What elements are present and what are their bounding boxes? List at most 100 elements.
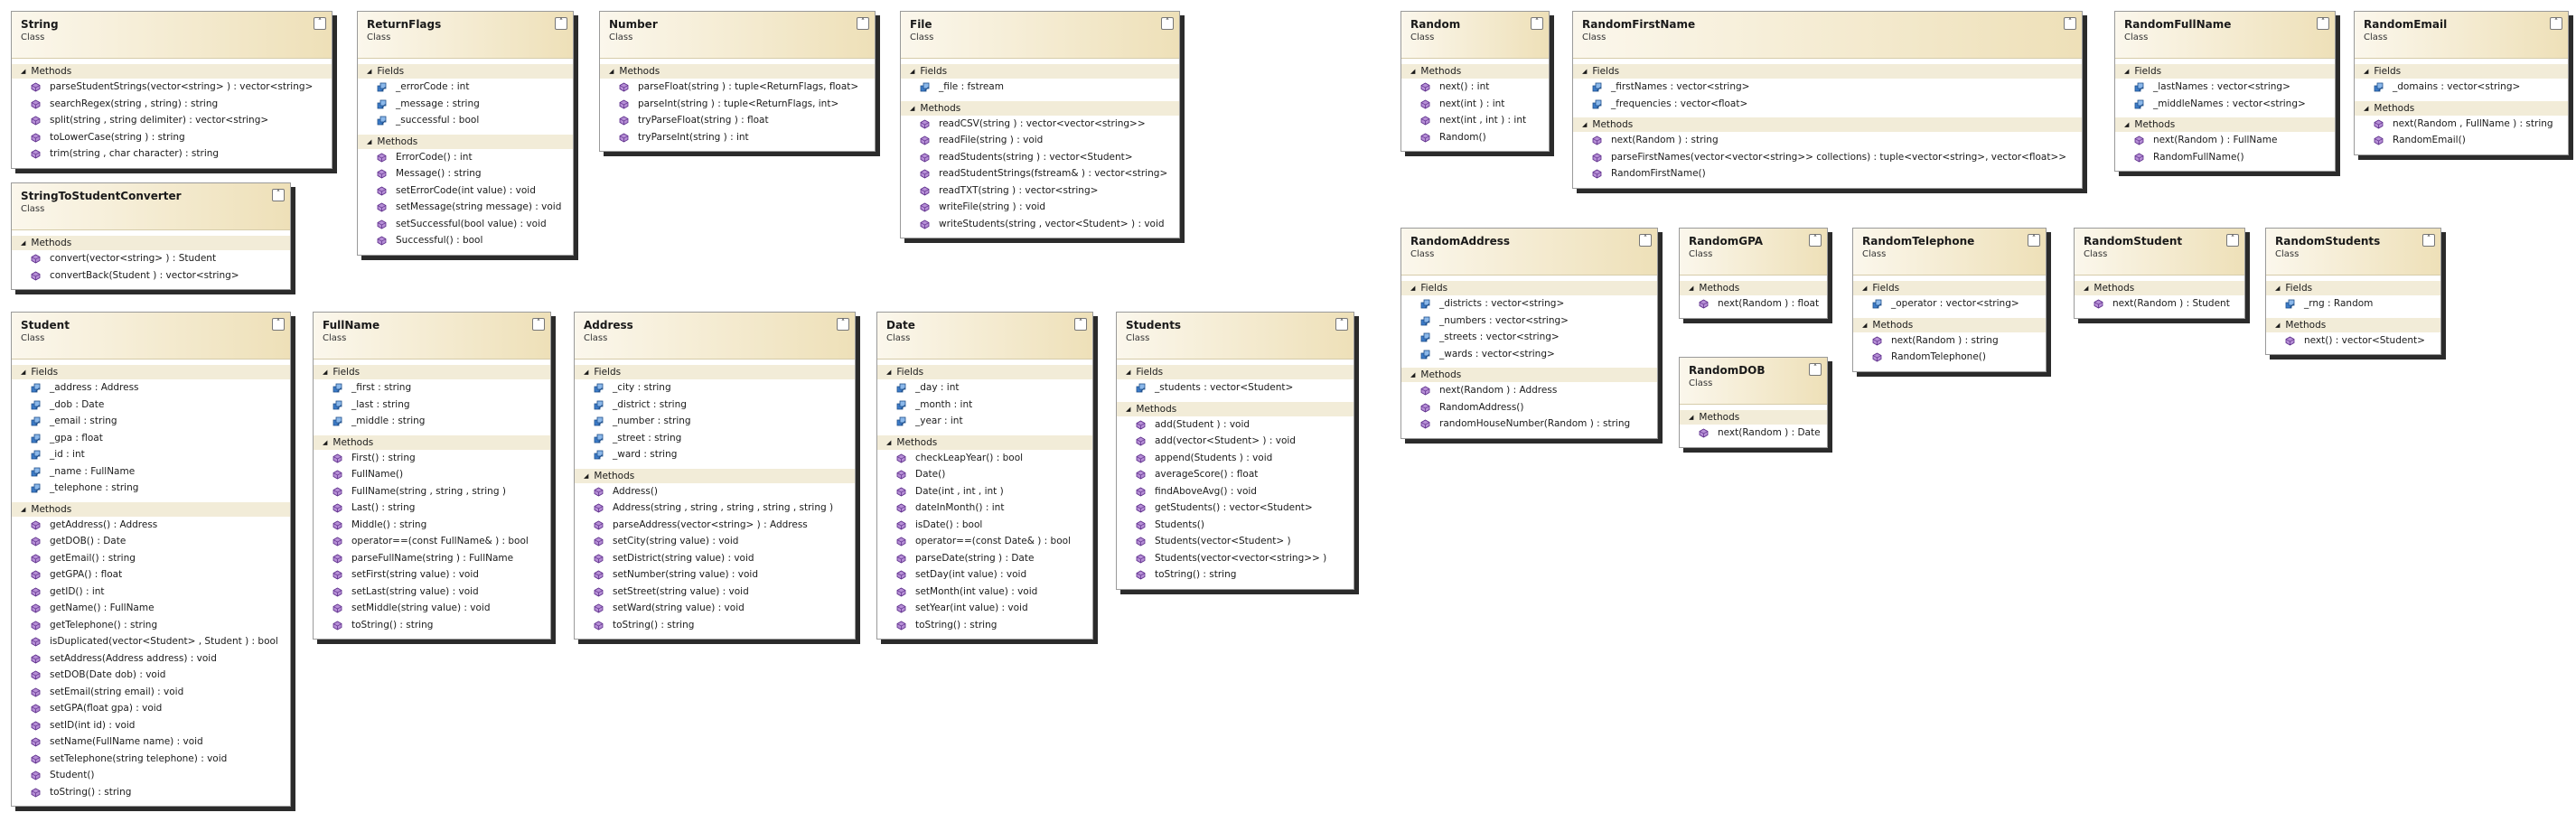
collapse-chevron-icon[interactable]: ˄ [1161, 17, 1174, 30]
method-row[interactable]: setName(FullName name) : void [12, 733, 290, 751]
expand-triangle-icon[interactable]: ◢ [1582, 121, 1588, 128]
method-row[interactable]: toString() : string [877, 617, 1092, 634]
collapse-chevron-icon[interactable]: ˄ [2317, 17, 2329, 30]
field-row[interactable]: _districts : vector<string> [1401, 295, 1657, 313]
method-row[interactable]: Message() : string [358, 165, 573, 182]
field-row[interactable]: _last : string [314, 397, 550, 414]
expand-triangle-icon[interactable]: ◢ [886, 369, 892, 376]
method-row[interactable]: setLast(string value) : void [314, 584, 550, 601]
field-row[interactable]: _first : string [314, 379, 550, 397]
field-row[interactable]: _operator : vector<string> [1853, 295, 2046, 313]
section-fields-header[interactable]: ◢Fields [575, 365, 855, 379]
collapse-chevron-icon[interactable]: ˄ [1639, 234, 1652, 247]
method-row[interactable]: operator==(const FullName& ) : bool [314, 533, 550, 550]
method-row[interactable]: parseFirstNames(vector<vector<string>> c… [1573, 149, 2082, 166]
section-fields-header[interactable]: ◢Fields [1853, 281, 2046, 295]
expand-triangle-icon[interactable]: ◢ [1126, 369, 1131, 376]
expand-triangle-icon[interactable]: ◢ [1582, 68, 1588, 75]
section-methods-header[interactable]: ◢Methods [358, 134, 573, 149]
expand-triangle-icon[interactable]: ◢ [584, 369, 589, 376]
method-row[interactable]: getDOB() : Date [12, 533, 290, 550]
method-row[interactable]: Date() [877, 466, 1092, 483]
method-row[interactable]: parseFullName(string ) : FullName [314, 550, 550, 567]
method-row[interactable]: parseFloat(string ) : tuple<ReturnFlags,… [600, 79, 875, 96]
section-methods-header[interactable]: ◢Methods [12, 501, 290, 517]
method-row[interactable]: setTelephone(string telephone) : void [12, 751, 290, 768]
method-row[interactable]: setCity(string value) : void [575, 533, 855, 550]
expand-triangle-icon[interactable]: ◢ [323, 438, 328, 446]
method-row[interactable]: FullName(string , string , string ) [314, 483, 550, 500]
section-methods-header[interactable]: ◢Methods [1680, 410, 1827, 425]
method-row[interactable]: setMiddle(string value) : void [314, 600, 550, 617]
method-row[interactable]: setFirst(string value) : void [314, 566, 550, 584]
field-row[interactable]: _name : FullName [12, 463, 290, 481]
field-row[interactable]: _rng : Random [2266, 295, 2440, 313]
field-row[interactable]: _year : int [877, 413, 1092, 430]
expand-triangle-icon[interactable]: ◢ [21, 239, 26, 247]
method-row[interactable]: Random() [1401, 129, 1549, 146]
field-row[interactable]: _students : vector<Student> [1117, 379, 1354, 397]
expand-triangle-icon[interactable]: ◢ [1410, 68, 1416, 75]
field-row[interactable]: _frequencies : vector<float> [1573, 96, 2082, 113]
expand-triangle-icon[interactable]: ◢ [1410, 285, 1416, 292]
method-row[interactable]: next(Random ) : Student [2075, 295, 2244, 313]
method-row[interactable]: RandomFirstName() [1573, 165, 2082, 182]
section-fields-header[interactable]: ◢Fields [1117, 365, 1354, 379]
field-row[interactable]: _street : string [575, 430, 855, 447]
method-row[interactable]: toString() : string [1117, 566, 1354, 584]
method-row[interactable]: getName() : FullName [12, 600, 290, 617]
method-row[interactable]: toLowerCase(string ) : string [12, 129, 332, 146]
section-methods-header[interactable]: ◢Methods [1401, 64, 1549, 79]
method-row[interactable]: setDay(int value) : void [877, 566, 1092, 584]
field-row[interactable]: _message : string [358, 96, 573, 113]
field-row[interactable]: _telephone : string [12, 480, 290, 497]
collapse-chevron-icon[interactable]: ˄ [555, 17, 567, 30]
method-row[interactable]: Successful() : bool [358, 232, 573, 249]
method-row[interactable]: setID(int id) : void [12, 717, 290, 734]
method-row[interactable]: setDistrict(string value) : void [575, 550, 855, 567]
method-row[interactable]: isDuplicated(vector<Student> , Student )… [12, 633, 290, 650]
field-row[interactable]: _email : string [12, 413, 290, 430]
expand-triangle-icon[interactable]: ◢ [584, 472, 589, 480]
field-row[interactable]: _lastNames : vector<string> [2115, 79, 2335, 96]
method-row[interactable]: getGPA() : float [12, 566, 290, 584]
field-row[interactable]: _file : fstream [901, 79, 1179, 96]
collapse-chevron-icon[interactable]: ˄ [2064, 17, 2076, 30]
method-row[interactable]: next() : int [1401, 79, 1549, 96]
method-row[interactable]: Address() [575, 483, 855, 500]
field-row[interactable]: _id : int [12, 446, 290, 463]
section-methods-header[interactable]: ◢Methods [2355, 100, 2568, 116]
section-fields-header[interactable]: ◢Fields [2266, 281, 2440, 295]
method-row[interactable]: Students(vector<vector<string>> ) [1117, 550, 1354, 567]
section-fields-header[interactable]: ◢Fields [314, 365, 550, 379]
collapse-chevron-icon[interactable]: ˄ [1809, 234, 1822, 247]
method-row[interactable]: setDOB(Date dob) : void [12, 667, 290, 684]
method-row[interactable]: RandomTelephone() [1853, 349, 2046, 366]
collapse-chevron-icon[interactable]: ˄ [272, 189, 285, 201]
expand-triangle-icon[interactable]: ◢ [1862, 285, 1868, 292]
method-row[interactable]: toString() : string [314, 617, 550, 634]
section-fields-header[interactable]: ◢Fields [1401, 281, 1657, 295]
section-methods-header[interactable]: ◢Methods [1117, 401, 1354, 416]
method-row[interactable]: readStudentStrings(fstream& ) : vector<s… [901, 165, 1179, 182]
section-methods-header[interactable]: ◢Methods [1573, 117, 2082, 132]
expand-triangle-icon[interactable]: ◢ [2364, 68, 2369, 75]
method-row[interactable]: next(Random ) : Date [1680, 425, 1827, 442]
method-row[interactable]: append(Students ) : void [1117, 450, 1354, 467]
field-row[interactable]: _middle : string [314, 413, 550, 430]
method-row[interactable]: setNumber(string value) : void [575, 566, 855, 584]
collapse-chevron-icon[interactable]: ˄ [1074, 318, 1087, 331]
method-row[interactable]: next(Random ) : string [1853, 332, 2046, 350]
section-methods-header[interactable]: ◢Methods [2266, 317, 2440, 332]
expand-triangle-icon[interactable]: ◢ [323, 369, 328, 376]
field-row[interactable]: _wards : vector<string> [1401, 346, 1657, 363]
method-row[interactable]: setEmail(string email) : void [12, 684, 290, 701]
section-methods-header[interactable]: ◢Methods [314, 434, 550, 450]
field-row[interactable]: _errorCode : int [358, 79, 573, 96]
